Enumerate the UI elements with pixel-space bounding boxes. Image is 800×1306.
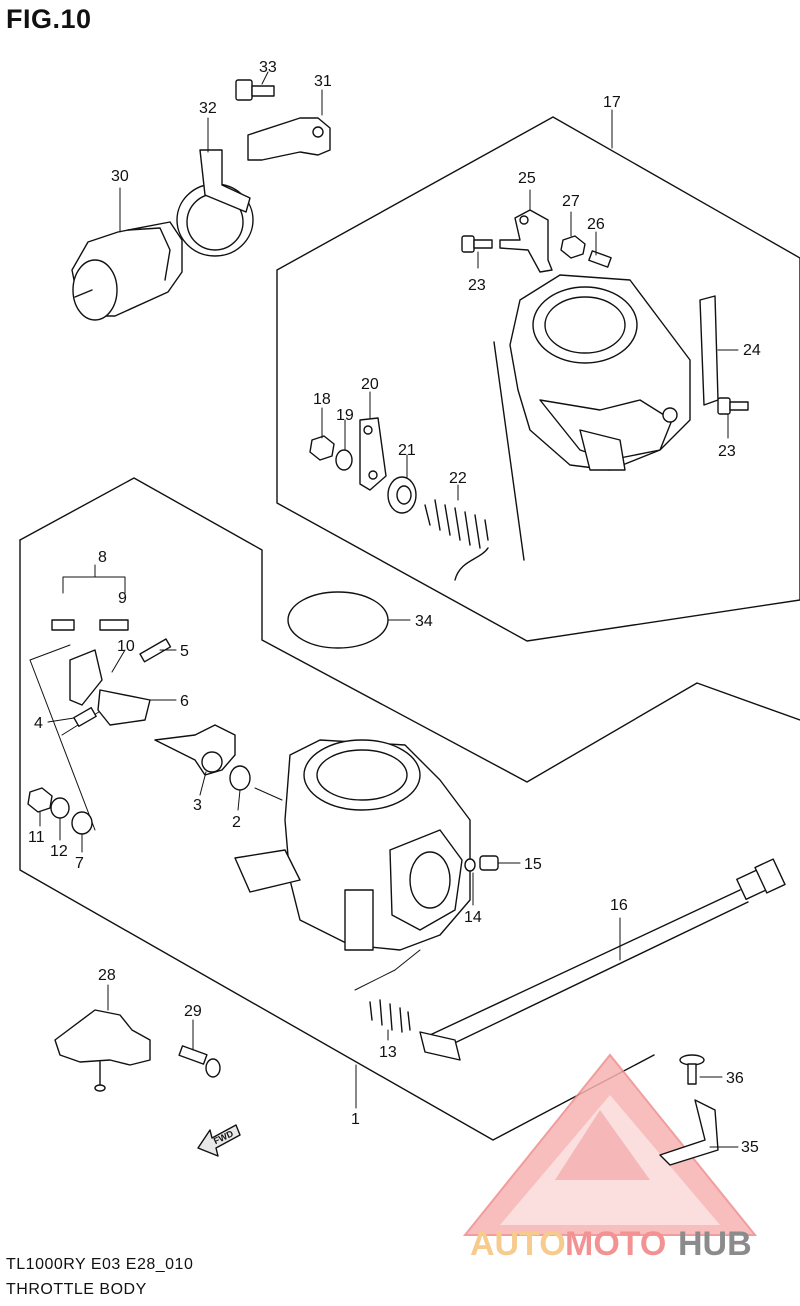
group-outline-1 [19,477,800,783]
callout-2: 2 [232,814,241,831]
callout-3: 3 [193,797,202,814]
callout-28: 28 [98,967,116,984]
callout-23-lower: 23 [718,443,736,460]
callout-5: 5 [180,643,189,660]
part-2-washer [229,765,251,791]
callout-11: 11 [28,829,45,846]
part-14-cap [464,858,476,872]
footer-section-name: THROTTLE BODY [6,1281,147,1298]
callout-17: 17 [603,94,621,111]
callout-7: 7 [75,855,84,872]
callout-14: 14 [464,909,482,926]
watermark-logo: AUTO MOTO HUB [462,1053,758,1263]
part-11-nut [27,787,53,813]
callout-8: 8 [98,549,107,566]
part-24-link [699,295,719,406]
callout-27: 27 [562,193,580,210]
callout-10: 10 [117,638,135,655]
part-9-screw [99,619,129,631]
callout-26: 26 [587,216,605,233]
part-29-screw [178,1045,221,1078]
throttle-body-lower [234,739,471,951]
part-4-spring [73,706,97,728]
part-16-cable [419,858,786,1061]
callout-20: 20 [361,376,379,393]
part-25-bracket [499,209,553,273]
watermark-moto: MOTO [565,1225,666,1263]
callout-13: 13 [379,1044,397,1061]
footer-model-code: TL1000RY E03 E28_010 [6,1256,194,1273]
part-33-bolt [235,79,275,101]
figure-title: FIG.10 [6,4,92,34]
part-13-spring [369,999,411,1033]
callout-36: 36 [726,1070,744,1087]
part-6-lever [97,689,151,726]
callout-labels: 33 31 32 30 17 25 27 26 23 24 23 18 20 1… [28,59,761,1156]
callout-23-upper: 23 [468,277,486,294]
part-3-lever [154,724,236,776]
part-27-nut [560,235,586,259]
part-12-washer [50,797,70,819]
callout-34: 34 [415,613,433,630]
part-8-spring [51,619,75,631]
callout-29: 29 [184,1003,202,1020]
part-35-clip [659,1099,719,1166]
part-28-sensor [54,1009,151,1092]
group-outline-17 [276,116,800,642]
part-15-cap [479,855,499,871]
part-5-screw [139,638,172,663]
callout-31: 31 [314,73,332,90]
part-36-screw [679,1054,705,1085]
callout-18: 18 [313,391,331,408]
part-21-bushing [387,476,417,514]
callout-6: 6 [180,693,189,710]
callout-25: 25 [518,170,536,187]
callout-4: 4 [34,715,43,732]
callout-24: 24 [743,342,761,359]
callout-12: 12 [50,843,68,860]
callout-1: 1 [351,1111,360,1128]
part-23-screw-upper [461,235,493,253]
part-18-nut [309,435,335,461]
callout-22: 22 [449,470,467,487]
part-34-oring [287,591,389,649]
part-19-washer [335,449,353,471]
watermark-auto: AUTO [470,1225,566,1263]
callout-33: 33 [259,59,277,76]
callout-30: 30 [111,168,129,185]
callout-35: 35 [741,1139,759,1156]
part-7-washer [71,811,93,835]
callout-9: 9 [118,590,127,607]
part-26-screw [588,250,612,268]
part-20-lever [359,417,387,491]
callout-15: 15 [524,856,542,873]
fwd-arrow-icon: FWD [197,1124,241,1157]
part-23-screw-lower [717,397,749,415]
watermark-hub: HUB [678,1225,752,1263]
callout-16: 16 [610,897,628,914]
group-outline-1-bottom [19,539,655,1141]
callout-32: 32 [199,100,217,117]
part-30-sensor [71,221,183,321]
part-10-lever [69,649,103,706]
part-31-bracket [247,117,331,161]
part-32-clamp [176,149,254,257]
throttle-body-upper [493,274,691,561]
callout-19: 19 [336,407,354,424]
part-22-spring [424,499,489,581]
callout-21: 21 [398,442,416,459]
